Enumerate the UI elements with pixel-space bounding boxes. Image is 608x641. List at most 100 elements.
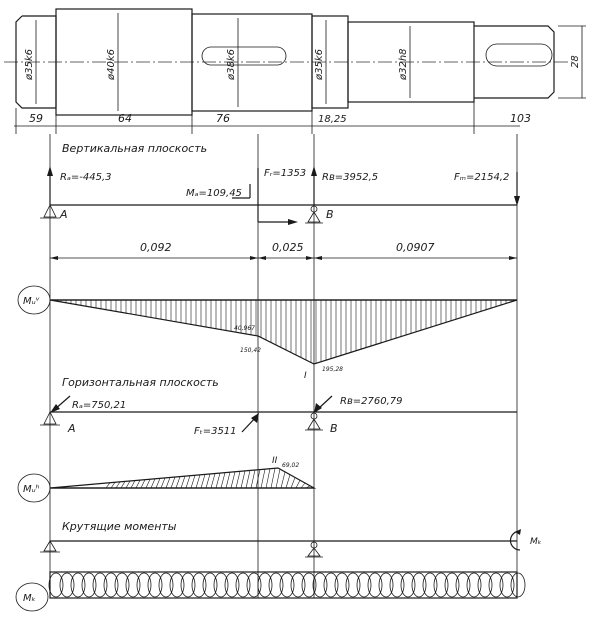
hatch-line	[285, 474, 291, 489]
moment-v-label: Mᵤᵛ	[23, 296, 40, 307]
torque-scheme: Крутящие моменты Mₖ	[40, 520, 542, 558]
hatch-line	[120, 481, 126, 489]
coil-loop	[224, 572, 240, 598]
vertical-ma-label: Mₐ=109,45	[186, 188, 242, 199]
coil-loop	[114, 572, 130, 598]
hatch-line	[280, 471, 286, 489]
hatch-line	[150, 478, 156, 489]
hatch-line	[225, 472, 231, 489]
coil-loop	[191, 572, 207, 598]
length-label-3: 76	[216, 112, 230, 125]
coil-loop	[202, 572, 218, 598]
moment-v-marker: I	[304, 371, 307, 381]
hatch-line	[160, 477, 166, 489]
dia-label-6: 28	[570, 55, 581, 68]
coil-loop	[147, 572, 163, 598]
vertical-fm-label: Fₘ=2154,2	[454, 172, 509, 183]
hatch-line	[295, 480, 301, 489]
hatch-line	[245, 470, 251, 489]
hatch-line	[290, 477, 296, 489]
hatch-line	[300, 482, 306, 489]
hatch-line	[195, 474, 201, 489]
dia-label-3: ø38k6	[226, 49, 237, 81]
coil-loop	[455, 572, 471, 598]
coil-loop	[356, 572, 372, 598]
moment-h-marker: II	[272, 456, 278, 466]
span-dim-3: 0,0907	[396, 241, 435, 254]
horizontal-plane-title: Горизонтальная плоскость	[62, 376, 219, 389]
coil-loop	[301, 572, 317, 598]
vertical-plane-scheme: Вертикальная плоскость A B Rₐ=-445,3 Mₐ=…	[40, 142, 520, 260]
coil-loop	[488, 572, 504, 598]
hatch-line	[185, 475, 191, 489]
vertical-ra-label: Rₐ=-445,3	[60, 172, 111, 183]
dia-label-5: ø32h8	[398, 48, 409, 81]
length-label-2: 64	[118, 112, 132, 125]
hatch-line	[215, 473, 221, 489]
hatch-line	[145, 479, 151, 489]
moment-v-value-2: 150,42	[240, 347, 261, 354]
coil-loop	[246, 572, 262, 598]
moment-h-label: Mᵤʰ	[23, 484, 40, 495]
moment-v-value-3: 195,28	[322, 366, 343, 373]
coil-loop	[180, 572, 196, 598]
coil-loop	[466, 572, 482, 598]
coil-loop	[422, 572, 438, 598]
span-dim-1: 0,092	[140, 241, 172, 254]
hatch-line	[250, 469, 256, 489]
moment-v-hatch	[55, 300, 517, 364]
hatch-line	[155, 478, 161, 489]
coil-loop	[290, 572, 306, 598]
vertical-moment-diagram: Mᵤᵛ 40,967 150,42 195,28 I	[17, 285, 518, 381]
coil-loop	[213, 572, 229, 598]
horizontal-ft-label: Fₜ=3511	[194, 426, 237, 437]
moment-v-value-1: 40,967	[234, 325, 255, 332]
coil-loop	[81, 572, 97, 598]
hatch-line	[180, 476, 186, 489]
hatch-line	[165, 477, 171, 489]
hatch-line	[235, 471, 241, 489]
coil-loop	[279, 572, 295, 598]
support-a-label: A	[59, 208, 68, 221]
length-label-4: 18,25	[318, 114, 347, 125]
hatch-line	[305, 485, 311, 489]
vertical-plane-title: Вертикальная плоскость	[62, 142, 207, 155]
moment-h-hatch	[105, 468, 311, 489]
hatch-line	[135, 479, 141, 489]
coil-loop	[257, 572, 273, 598]
horizontal-ra-label: Rₐ=750,21	[72, 400, 126, 411]
coil-loop	[433, 572, 449, 598]
coil-loop	[158, 572, 174, 598]
hatch-line	[270, 468, 276, 489]
hatch-line	[240, 470, 246, 489]
support-b-label: B	[326, 208, 334, 221]
horizontal-plane-scheme: Горизонтальная плоскость A B Rₐ=750,21 F…	[40, 376, 517, 437]
hatch-line	[115, 481, 121, 489]
hatch-line	[260, 469, 266, 489]
dia-label-1: ø35k6	[24, 49, 35, 81]
hatch-line	[255, 469, 261, 489]
coil-loop	[312, 572, 328, 598]
hatch-line	[110, 482, 116, 489]
hatch-line	[105, 482, 111, 489]
coil-loop	[59, 572, 75, 598]
h-support-a-label: A	[67, 422, 76, 435]
coil-loop	[268, 572, 284, 598]
coil-loop	[125, 572, 141, 598]
horizontal-moment-diagram: Mᵤʰ 69,02 II	[17, 456, 317, 503]
hatch-line	[140, 479, 146, 489]
coil-loop	[136, 572, 152, 598]
shaft-drawing: ø35k6 ø40k6 ø38k6 ø35k6 ø32h8 28 59 64 7…	[4, 8, 586, 134]
coil-loop	[510, 572, 526, 598]
coil-loop	[334, 572, 350, 598]
coil-loop	[367, 572, 383, 598]
hatch-line	[220, 472, 226, 489]
coil-loop	[48, 572, 64, 598]
coil-loop	[103, 572, 119, 598]
h-support-b-label: B	[330, 422, 338, 435]
coil-loop	[70, 572, 86, 598]
coil-loop	[92, 572, 108, 598]
moment-h-value: 69,02	[282, 462, 299, 469]
coil-loop	[477, 572, 493, 598]
